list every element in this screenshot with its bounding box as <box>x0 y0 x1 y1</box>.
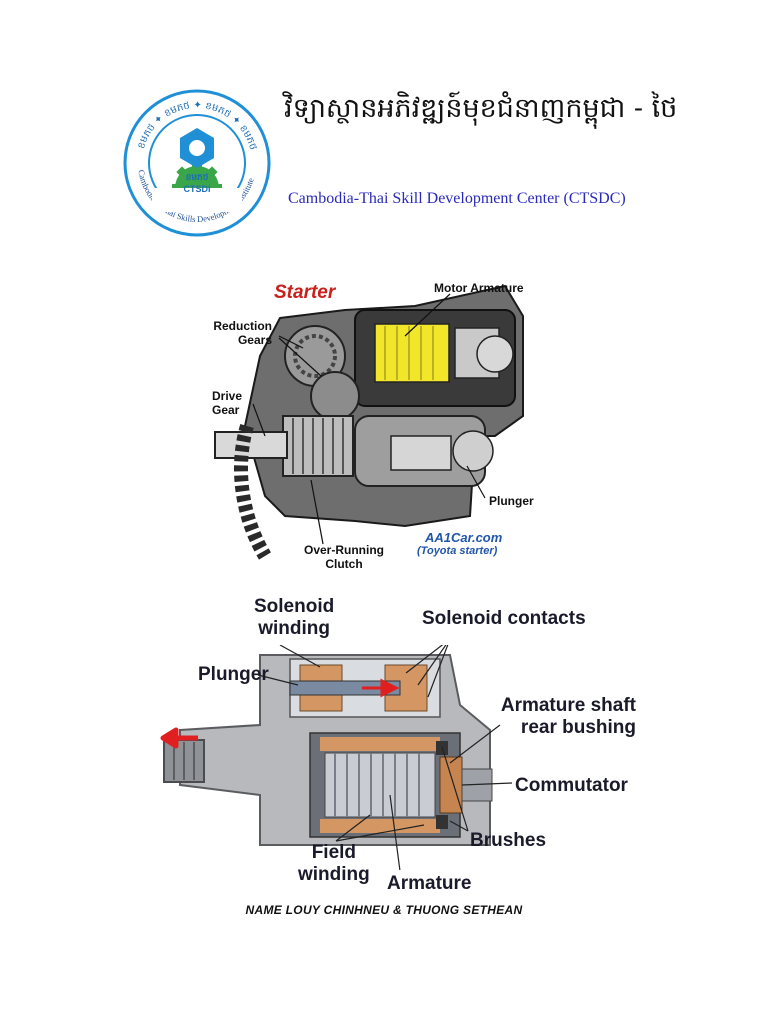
label-reduction-line1: Reduction <box>213 319 272 333</box>
label-over-running-line1: Over-Running <box>304 543 384 557</box>
label-drive-gear: Drive Gear <box>212 389 242 417</box>
logo-center-abbr: CTSDI <box>184 184 211 194</box>
label-drive-line2: Gear <box>212 403 240 417</box>
label-armature: Armature <box>387 873 472 894</box>
label-plunger: Plunger <box>198 664 269 685</box>
credit-note: (Toyota starter) <box>417 545 498 557</box>
label-armature-shaft-rear-bushing: Armature shaft rear bushing <box>500 695 636 739</box>
label-motor-armature: Motor Armature <box>434 281 524 295</box>
label-reduction-line2: Gears <box>237 333 272 347</box>
credit-site: AA1Car.com <box>425 530 503 545</box>
label-armature-shaft-line2: rear bushing <box>520 717 636 738</box>
label-solenoid-winding: Solenoid winding <box>254 596 334 640</box>
label-field-winding: Field winding <box>298 842 370 886</box>
label-over-running-line2: Clutch <box>325 557 363 571</box>
starter-cutaway-illustration <box>214 284 524 560</box>
label-field-winding-line1: Field <box>311 842 357 863</box>
english-institute-title: Cambodia-Thai Skill Development Center (… <box>288 190 626 207</box>
label-solenoid-contacts: Solenoid contacts <box>422 608 586 629</box>
label-solenoid-winding-line2: winding <box>258 618 330 639</box>
logo-center-khmer: ខមភថ <box>186 173 209 183</box>
author-names: NAME LOUY CHINHNEU & THUONG SETHEAN <box>245 903 523 917</box>
khmer-institute-title: វិទ្យាស្ថានអភិវឌ្ឍន៍មុខជំនាញកម្ពុជា - ថៃ <box>284 93 678 124</box>
arrow-right-icon <box>362 678 400 698</box>
label-armature-shaft-line1: Armature shaft <box>500 695 636 716</box>
starter-motor-illustration <box>163 645 513 870</box>
institute-logo: ខមភថ ✦ ខមភថ ✦ ខមភថ ✦ ខមភថ Cambodian - Th… <box>123 89 271 237</box>
label-reduction-gears: Reduction Gears <box>210 319 272 347</box>
label-brushes: Brushes <box>470 830 547 851</box>
label-field-winding-line2: winding <box>298 864 370 885</box>
arrow-left-icon <box>160 727 198 749</box>
starter-figure-title: Starter <box>274 282 336 303</box>
armature-winding <box>374 323 450 383</box>
plunger-rod <box>289 680 401 696</box>
label-solenoid-winding-line1: Solenoid <box>254 596 335 617</box>
label-over-running-clutch: Over-Running Clutch <box>301 543 387 571</box>
label-commutator: Commutator <box>515 775 628 796</box>
label-plunger-top: Plunger <box>489 494 534 508</box>
label-drive-line1: Drive <box>212 389 243 403</box>
